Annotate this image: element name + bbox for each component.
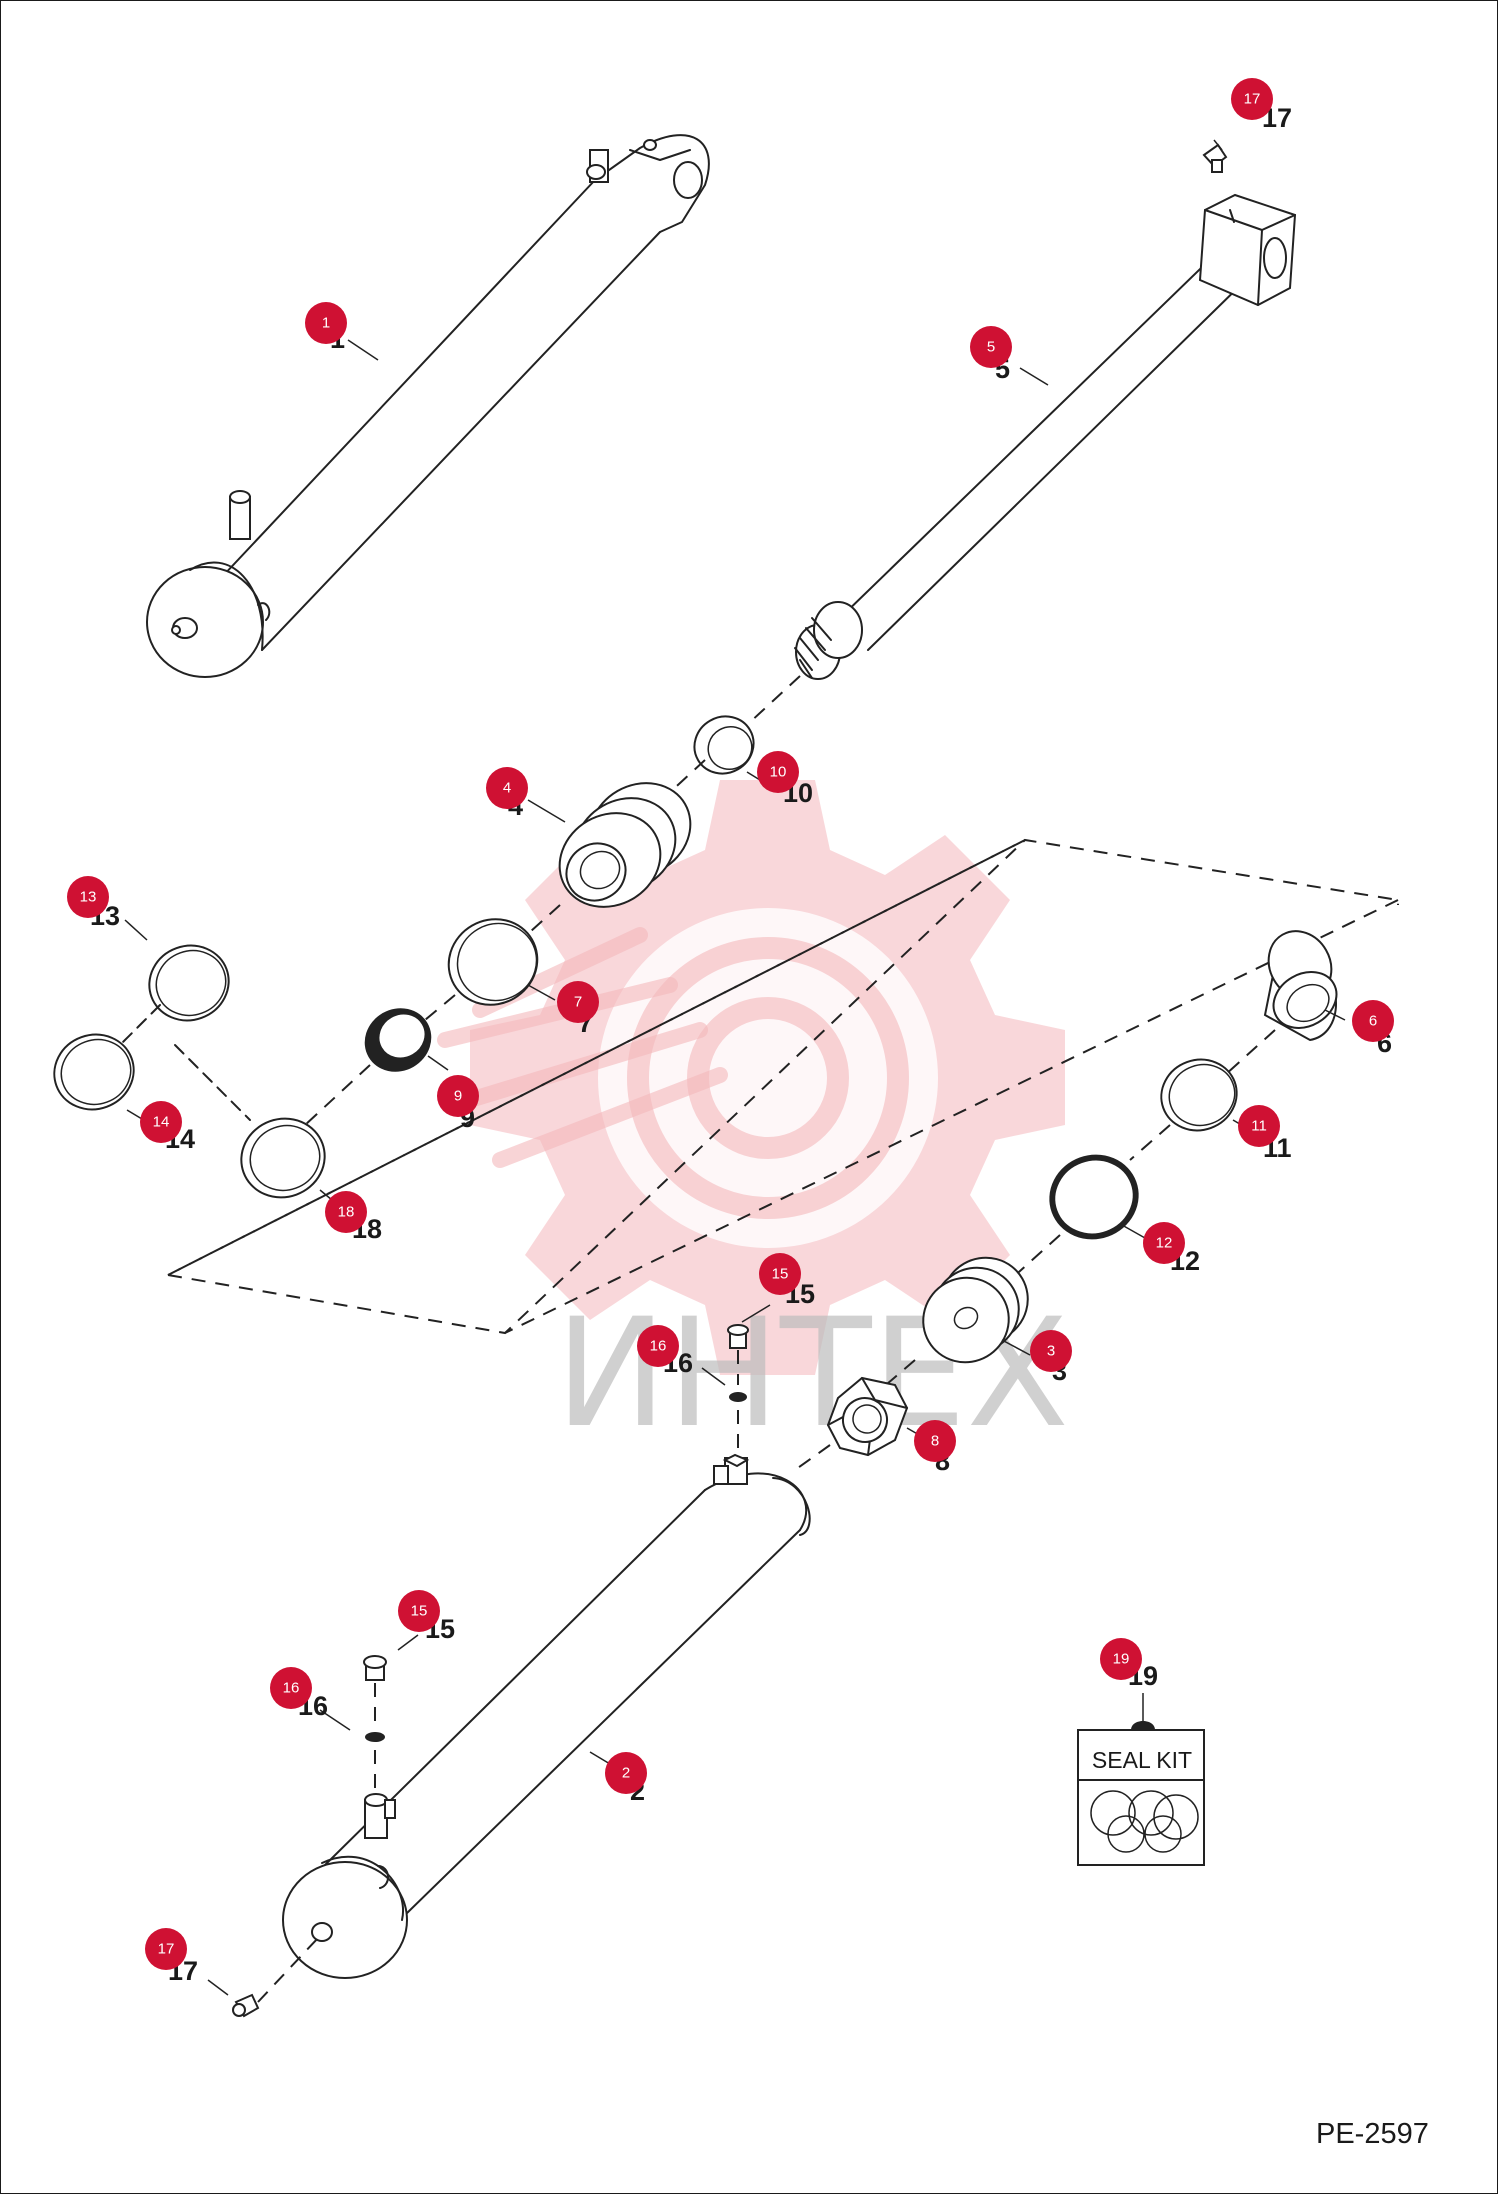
svg-text:12: 12 (1156, 1235, 1173, 1252)
svg-text:11: 11 (1251, 1118, 1267, 1135)
part-nut-8 (826, 1376, 909, 1457)
badge-15-top[interactable]: 15 (759, 1253, 801, 1295)
badge-8[interactable]: 8 (914, 1420, 956, 1462)
svg-text:10: 10 (770, 764, 787, 781)
part-piston-3 (922, 1256, 1029, 1364)
svg-text:17: 17 (158, 1941, 175, 1958)
seal-group-outline-left (167, 839, 1026, 1276)
seal-kit-label: SEAL KIT (1092, 1747, 1192, 1773)
badge-3[interactable]: 3 (1030, 1330, 1072, 1372)
part-fitting-15-top (727, 1324, 749, 1349)
badge-1[interactable]: 1 (305, 302, 347, 344)
part-barrel-bottom (282, 1453, 811, 1979)
badge-16-bottom[interactable]: 16 (270, 1667, 312, 1709)
part-fitting-17-bottom (232, 1993, 260, 2018)
svg-text:15: 15 (772, 1266, 789, 1283)
part-seal-9 (364, 1008, 432, 1072)
svg-text:7: 7 (574, 994, 582, 1011)
badge-7[interactable]: 7 (557, 981, 599, 1023)
svg-text:6: 6 (1369, 1013, 1377, 1030)
badge-14[interactable]: 14 (140, 1101, 182, 1143)
callout-badges: 1 5 17 10 4 13 7 9 14 18 6 11 12 15 16 3… (67, 78, 1394, 1970)
svg-text:5: 5 (987, 339, 995, 356)
badge-15-bottom[interactable]: 15 (398, 1590, 440, 1632)
part-bushing-6 (1263, 930, 1338, 1042)
svg-text:19: 19 (1113, 1651, 1130, 1668)
svg-text:9: 9 (454, 1088, 462, 1105)
svg-text:8: 8 (931, 1433, 939, 1450)
svg-text:2: 2 (622, 1765, 630, 1782)
svg-text:16: 16 (650, 1338, 667, 1355)
part-fitting-15-bottom (363, 1655, 387, 1681)
svg-text:3: 3 (1047, 1343, 1055, 1360)
badge-6[interactable]: 6 (1352, 1000, 1394, 1042)
badge-18[interactable]: 18 (325, 1191, 367, 1233)
part-ring-10 (693, 715, 755, 775)
part-rod (794, 143, 1297, 680)
badge-13[interactable]: 13 (67, 876, 109, 918)
part-barrel-top (146, 134, 710, 678)
svg-text:4: 4 (503, 780, 511, 797)
svg-text:17: 17 (1244, 91, 1261, 108)
part-head-4 (558, 782, 692, 908)
badge-10[interactable]: 10 (757, 751, 799, 793)
part-oring-16-bottom (365, 1732, 385, 1742)
svg-text:16: 16 (283, 1680, 300, 1697)
badge-5[interactable]: 5 (970, 326, 1012, 368)
part-ring-11 (1160, 1058, 1238, 1132)
svg-text:13: 13 (80, 889, 97, 906)
drawing-code: PE-2597 (1316, 2118, 1429, 2150)
part-ring-7 (447, 918, 539, 1006)
svg-text:18: 18 (338, 1204, 355, 1221)
seal-group-outline-right (504, 899, 1399, 1334)
svg-text:14: 14 (153, 1114, 170, 1131)
badge-11[interactable]: 11 (1238, 1105, 1280, 1147)
badge-12[interactable]: 12 (1143, 1222, 1185, 1264)
part-oring-16-top (729, 1392, 747, 1402)
part-ring-13 (148, 944, 230, 1022)
badge-16-top[interactable]: 16 (637, 1325, 679, 1367)
badge-17-bottom[interactable]: 17 (145, 1928, 187, 1970)
badge-4[interactable]: 4 (486, 767, 528, 809)
badge-2[interactable]: 2 (605, 1752, 647, 1794)
badge-9[interactable]: 9 (437, 1075, 479, 1117)
svg-text:1: 1 (322, 315, 330, 332)
part-oring-12 (1049, 1154, 1139, 1240)
badge-19[interactable]: 19 (1100, 1638, 1142, 1680)
seal-kit: SEAL KIT (1077, 1721, 1205, 1866)
svg-text:15: 15 (411, 1603, 428, 1620)
part-ring-14 (53, 1033, 135, 1111)
part-ring-18 (240, 1117, 326, 1199)
badge-17-top[interactable]: 17 (1231, 78, 1273, 120)
